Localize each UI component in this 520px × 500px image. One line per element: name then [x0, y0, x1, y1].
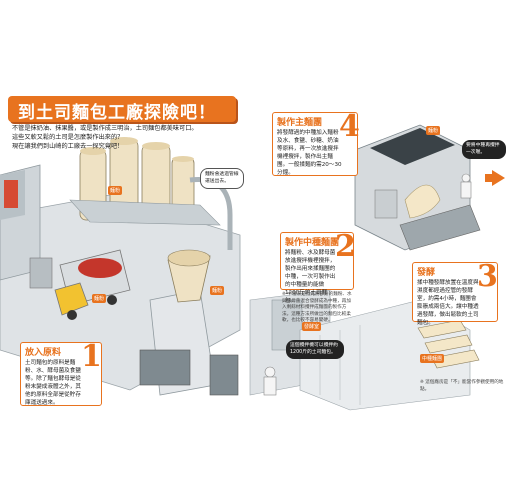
step-number: 3	[477, 259, 498, 294]
intro-line: 不管是抹奶油、抹果醬，或是製作成三明治，土司麵包都美味可口。	[12, 125, 198, 132]
step-title: 發酵	[417, 268, 436, 278]
ferment-room-tag: 發酵室	[302, 322, 322, 331]
intro-line: 這些又軟又鬆的土司是怎麼製作出來的？	[12, 134, 124, 141]
speech-bubble: 要將中種再攪拌一次喔。	[462, 140, 506, 159]
step-4-callout: 製作主麵團 4 將發酵過的中種加入麵粉及水、食鹽、砂糖、奶油等原料，再一次放進攪…	[272, 109, 360, 176]
step-2-note: ※ 中種法是指先將部分的麵粉、水與酵母菌混合發酵成為中種，再加入剩餘材料攪拌成麵…	[282, 292, 352, 323]
step-text: 將麵粉、水及酵母菌放進攪拌機裡攪拌，製作出用來揉麵團的中種，一次可製作出的中種量…	[285, 250, 336, 304]
step-title: 放入原料	[25, 348, 62, 358]
silo-tag: 麵粉	[108, 186, 123, 195]
step-1-callout: 放入原料 1 土司麵包的原料是麵粉、水、酵母菌及食鹽等。除了麵包酵母是從粉末變成…	[20, 339, 102, 406]
step-number: 4	[339, 109, 360, 144]
speech-bubble: 這個攪拌機可以攪拌約1200斤的土司麵包。	[286, 340, 344, 359]
page-title: 到土司麵包工廠探險吧！	[18, 103, 216, 123]
step-text: 揉中種發酵放置在溫度與濕度都經過控管的發酵室，約需4小時，麵團會膨脹成兩倍大。讓…	[417, 280, 479, 326]
step-3-callout: 發酵 3 揉中種發酵放置在溫度與濕度都經過控管的發酵室，約需4小時，麵團會膨脹成…	[412, 259, 498, 326]
step-2-callout: 製作中種麵團 2 將麵粉、水及酵母菌放進攪拌機裡攪拌，製作出用來揉麵團的中種，一…	[280, 229, 356, 304]
dough-tag: 中種麵團	[420, 354, 445, 363]
step-text: 土司麵包的原料是麵粉、水、酵母菌及食鹽等。除了麵包酵母是從粉末變成液體之外，其他…	[25, 360, 81, 406]
speech-bubble: 麵粉會透過管線運送出去。	[200, 168, 244, 189]
intro-line: 現在讓我們到山崎的工廠去一探究竟吧！	[12, 143, 124, 150]
title-banner: 到土司麵包工廠探險吧！	[8, 96, 236, 123]
truck-tag: 麵粉	[92, 294, 107, 303]
step-title: 製作主麵團	[277, 118, 323, 128]
step-number: 1	[81, 339, 102, 374]
step-text: 將發酵過的中種加入麵粉及水、食鹽、砂糖、奶油等原料，再一次放進攪拌機裡攪拌，製作…	[277, 130, 342, 176]
intro-text: 不管是抹奶油、抹果醬，或是製作成三明治，土司麵包都美味可口。 這些又軟又鬆的土司…	[12, 124, 208, 151]
mixer-tag: 麵粉	[210, 286, 225, 295]
mixer2-tag: 麵粉	[426, 126, 441, 135]
step-title: 製作中種麵團	[285, 238, 340, 248]
step-number: 2	[335, 229, 356, 264]
bottom-note: ※ 這個廠房是「不」能當作參觀使用的地點。	[420, 380, 504, 392]
